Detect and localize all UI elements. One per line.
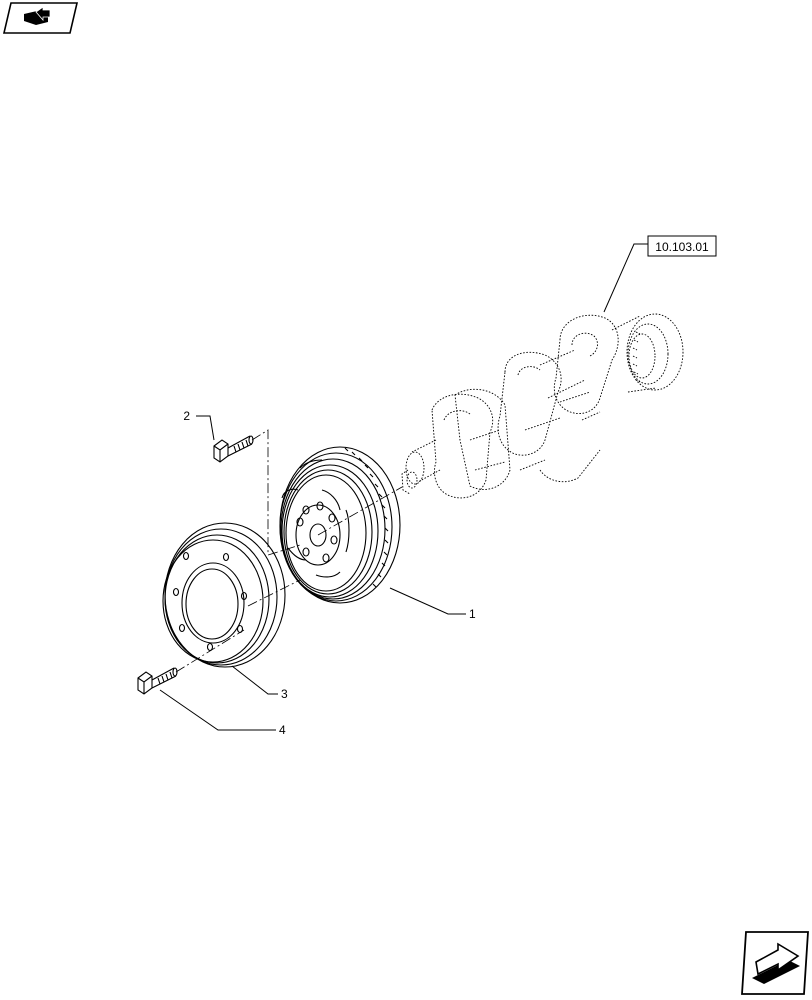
callout-3: 3 [281, 687, 288, 701]
book-arrow-icon [24, 6, 51, 25]
bottom-nav-badge[interactable] [741, 931, 809, 995]
reference-label: 10.103.01 [655, 240, 709, 254]
callout-1: 1 [469, 607, 476, 621]
callout-2: 2 [183, 409, 190, 423]
next-page-arrow-icon [752, 942, 800, 984]
bolt-4 [137, 667, 178, 695]
leader-lines [159, 243, 648, 731]
callout-4: 4 [279, 723, 286, 737]
crankshaft-phantom [401, 313, 684, 499]
damper-pulley [279, 446, 401, 604]
bolt-2 [213, 435, 254, 463]
reference-box[interactable]: 10.103.01 [647, 235, 717, 257]
top-nav-badge[interactable] [2, 2, 79, 34]
alignment-lines [175, 429, 403, 673]
pulley [162, 522, 286, 668]
